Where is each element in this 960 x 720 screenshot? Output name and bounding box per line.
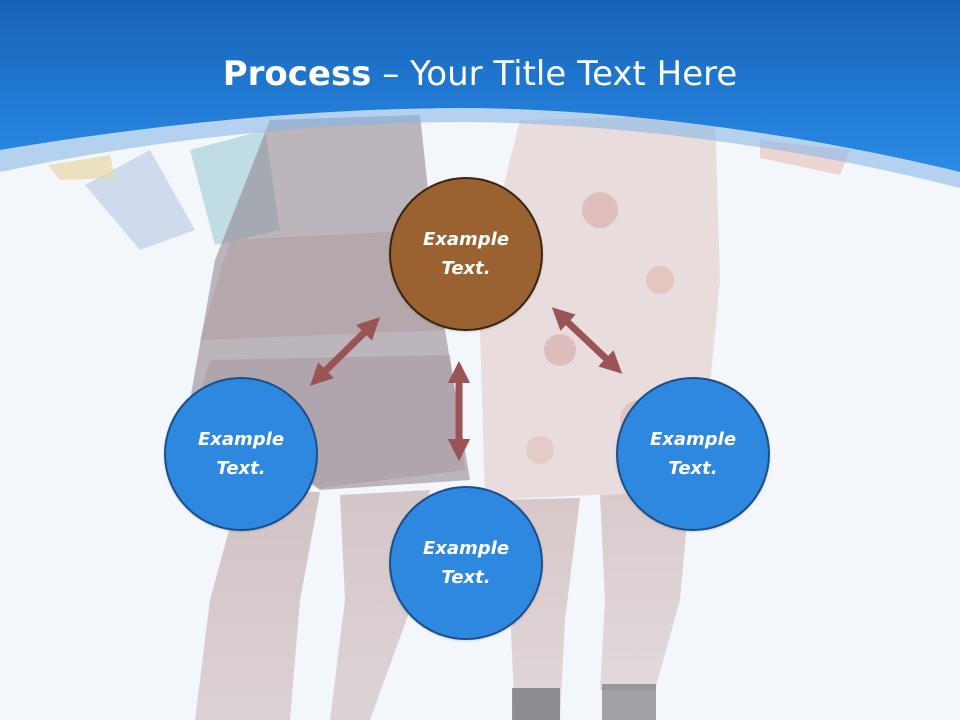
node-top-label: Example Text.	[422, 229, 510, 279]
node-left-label: Example Text.	[197, 429, 285, 479]
title-bold-part: Process	[222, 54, 372, 94]
node-bottom: Example Text.	[389, 486, 543, 640]
node-top-center: Example Text.	[389, 177, 543, 331]
node-left: Example Text.	[164, 377, 318, 531]
node-right-label: Example Text.	[649, 429, 737, 479]
title-rest-part: – Your Title Text Here	[371, 54, 738, 94]
node-right: Example Text.	[616, 377, 770, 531]
node-bottom-label: Example Text.	[422, 538, 510, 588]
slide-title: Process – Your Title Text Here	[0, 52, 960, 96]
arrow-top-right	[551, 307, 623, 374]
arrow-top-left	[310, 317, 380, 386]
title-banner	[0, 0, 960, 188]
